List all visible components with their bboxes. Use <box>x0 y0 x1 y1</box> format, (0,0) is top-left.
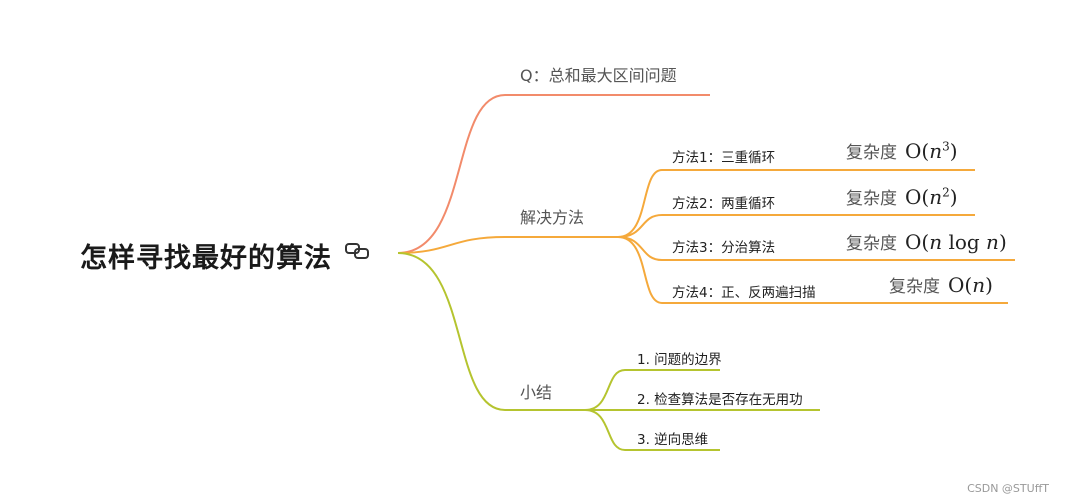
summary-item-2: 2. 检查算法是否存在无用功 <box>637 392 803 408</box>
branch-methods-label: 解决方法 <box>520 208 585 227</box>
branch-summary-label: 小结 <box>520 383 553 402</box>
method-2-complexity: 复杂度 O(n2) <box>846 184 958 209</box>
complexity-label: 复杂度 <box>889 277 940 297</box>
complexity-formula: O(n2) <box>905 185 958 209</box>
complexity-formula: O(n log n) <box>905 230 1007 254</box>
connector-method-2 <box>617 214 975 238</box>
connector-method-1 <box>617 169 975 238</box>
method-4-complexity: 复杂度 O(n) <box>889 272 993 297</box>
connector-method-4 <box>617 236 1008 304</box>
connector-root-q <box>397 94 710 254</box>
complexity-formula: O(n) <box>948 273 993 297</box>
watermark: CSDN @STUffT <box>967 482 1049 495</box>
connector-summary-1 <box>584 369 720 411</box>
connector-root-summary <box>397 252 585 411</box>
connector-summary-3 <box>584 409 720 451</box>
method-1-label: 方法1：三重循环 <box>672 150 776 166</box>
complexity-label: 复杂度 <box>846 189 897 209</box>
link-icon[interactable] <box>344 241 372 261</box>
method-2-label: 方法2：两重循环 <box>672 196 776 212</box>
method-1-complexity: 复杂度 O(n3) <box>846 138 958 163</box>
method-3-complexity: 复杂度 O(n log n) <box>846 229 1007 254</box>
summary-item-1: 1. 问题的边界 <box>637 352 722 368</box>
root-title: 怎样寻找最好的算法 <box>80 243 332 274</box>
complexity-label: 复杂度 <box>846 143 897 163</box>
method-3-label: 方法3：分治算法 <box>672 240 776 256</box>
complexity-label: 复杂度 <box>846 234 897 254</box>
complexity-formula: O(n3) <box>905 139 958 163</box>
connector-root-methods <box>397 236 618 254</box>
summary-item-3: 3. 逆向思维 <box>637 432 709 448</box>
branch-q-label: Q：总和最大区间问题 <box>520 66 677 85</box>
method-4-label: 方法4：正、反两遍扫描 <box>672 285 816 301</box>
